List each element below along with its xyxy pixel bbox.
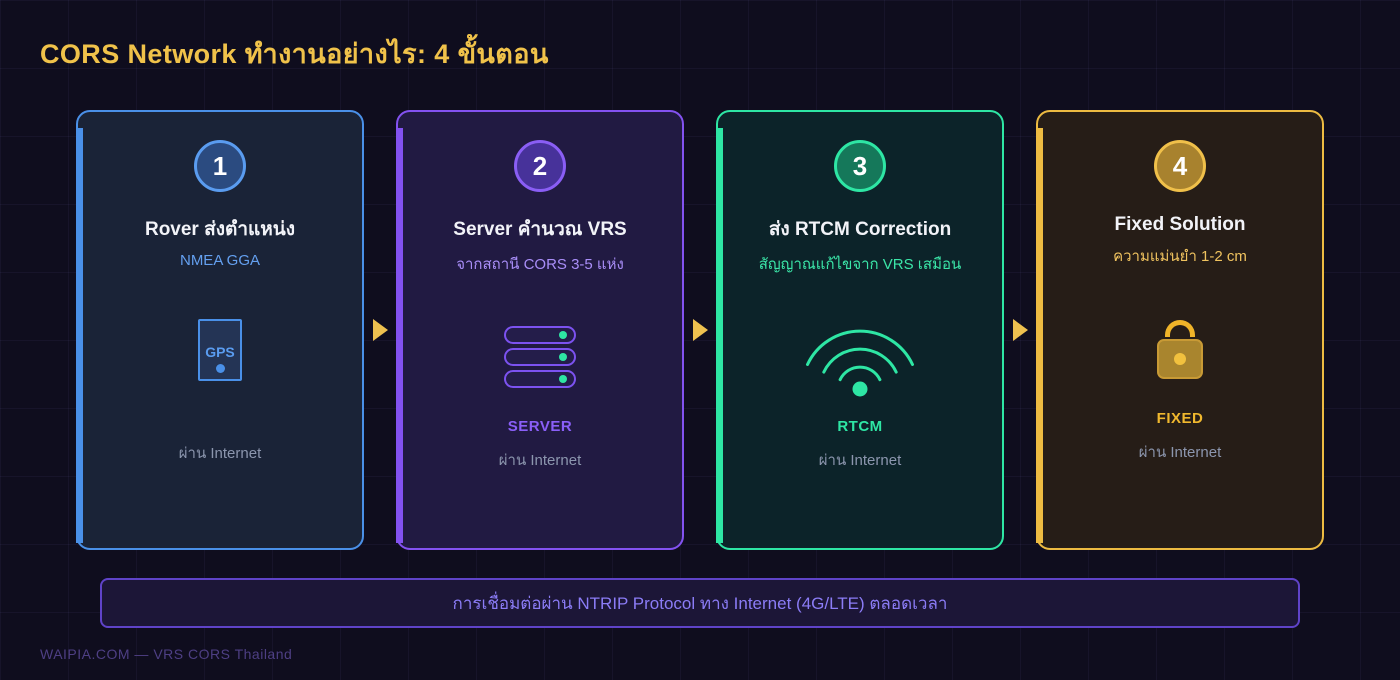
step-card-fixed: 4 Fixed Solution ความแม่นยำ 1-2 cm FIXED…: [1036, 110, 1324, 550]
server-led-icon: [559, 353, 567, 361]
step-subtitle: สัญญาณแก้ไขจาก VRS เสมือน: [758, 256, 962, 273]
step-keyword: RTCM: [837, 418, 883, 435]
step-card-rover: 1 Rover ส่งตำแหน่ง NMEA GGA GPS ผ่าน Int…: [76, 110, 364, 550]
server-led-icon: [559, 331, 567, 339]
step-subtitle: NMEA GGA: [179, 252, 261, 269]
step-title: Rover ส่งตำแหน่ง: [144, 219, 296, 240]
step-subtitle: ความแม่นยำ 1-2 cm: [1113, 248, 1247, 265]
gps-device-icon: GPS: [198, 319, 242, 381]
server-led-icon: [559, 375, 567, 383]
step-title: ส่ง RTCM Correction: [768, 219, 952, 240]
arrow-right-icon: [692, 319, 708, 341]
gps-icon-label: GPS: [205, 344, 235, 360]
step-keyword: FIXED: [1156, 410, 1204, 427]
via-internet-text: ผ่าน Internet: [498, 452, 582, 469]
step-subtitle: จากสถานี CORS 3-5 แห่ง: [456, 256, 624, 273]
step-number-badge: 4: [1154, 140, 1206, 192]
step-icon-box: [718, 302, 1002, 412]
step-card-server: 2 Server คำนวณ VRS จากสถานี CORS 3-5 แห่…: [396, 110, 684, 550]
step-number-badge: 3: [834, 140, 886, 192]
arrow-right-icon: [1012, 319, 1028, 341]
step-icon-box: GPS: [78, 295, 362, 405]
lock-body-icon: [1157, 338, 1203, 379]
flow-arrow-gap: [1004, 110, 1036, 550]
step-card-rtcm: 3 ส่ง RTCM Correction สัญญาณแก้ไขจาก VRS…: [716, 110, 1004, 550]
page-footer: WAIPIA.COM — VRS CORS Thailand: [40, 646, 293, 662]
wifi-signal-icon: [806, 329, 914, 397]
server-unit-icon: [504, 348, 576, 366]
step-number-badge: 2: [514, 140, 566, 192]
ntrip-protocol-banner: การเชื่อมต่อผ่าน NTRIP Protocol ทาง Inte…: [100, 578, 1300, 628]
step-title: Server คำนวณ VRS: [453, 219, 627, 240]
via-internet-text: ผ่าน Internet: [818, 452, 902, 469]
flow-arrow-gap: [684, 110, 716, 550]
banner-text: การเชื่อมต่อผ่าน NTRIP Protocol ทาง Inte…: [452, 593, 948, 613]
lock-icon: [1157, 319, 1203, 379]
via-internet-text: ผ่าน Internet: [1138, 444, 1222, 461]
step-keyword: [78, 411, 362, 429]
server-unit-icon: [504, 326, 576, 344]
server-stack-icon: [504, 326, 576, 388]
arrow-right-icon: [372, 319, 388, 341]
server-unit-icon: [504, 370, 576, 388]
step-icon-box: [1038, 294, 1322, 404]
flow-arrow-gap: [364, 110, 396, 550]
steps-row: 1 Rover ส่งตำแหน่ง NMEA GGA GPS ผ่าน Int…: [76, 110, 1324, 550]
lock-shackle-icon: [1165, 319, 1195, 337]
step-icon-box: [398, 302, 682, 412]
via-internet-text: ผ่าน Internet: [178, 445, 262, 462]
gps-dot-icon: [215, 364, 225, 373]
step-keyword: SERVER: [507, 418, 573, 435]
lock-keyhole-icon: [1174, 352, 1186, 365]
page-title: CORS Network ทำงานอย่างไร: 4 ขั้นตอน: [40, 39, 549, 69]
step-number-badge: 1: [194, 140, 246, 192]
step-title: Fixed Solution: [1114, 214, 1246, 235]
